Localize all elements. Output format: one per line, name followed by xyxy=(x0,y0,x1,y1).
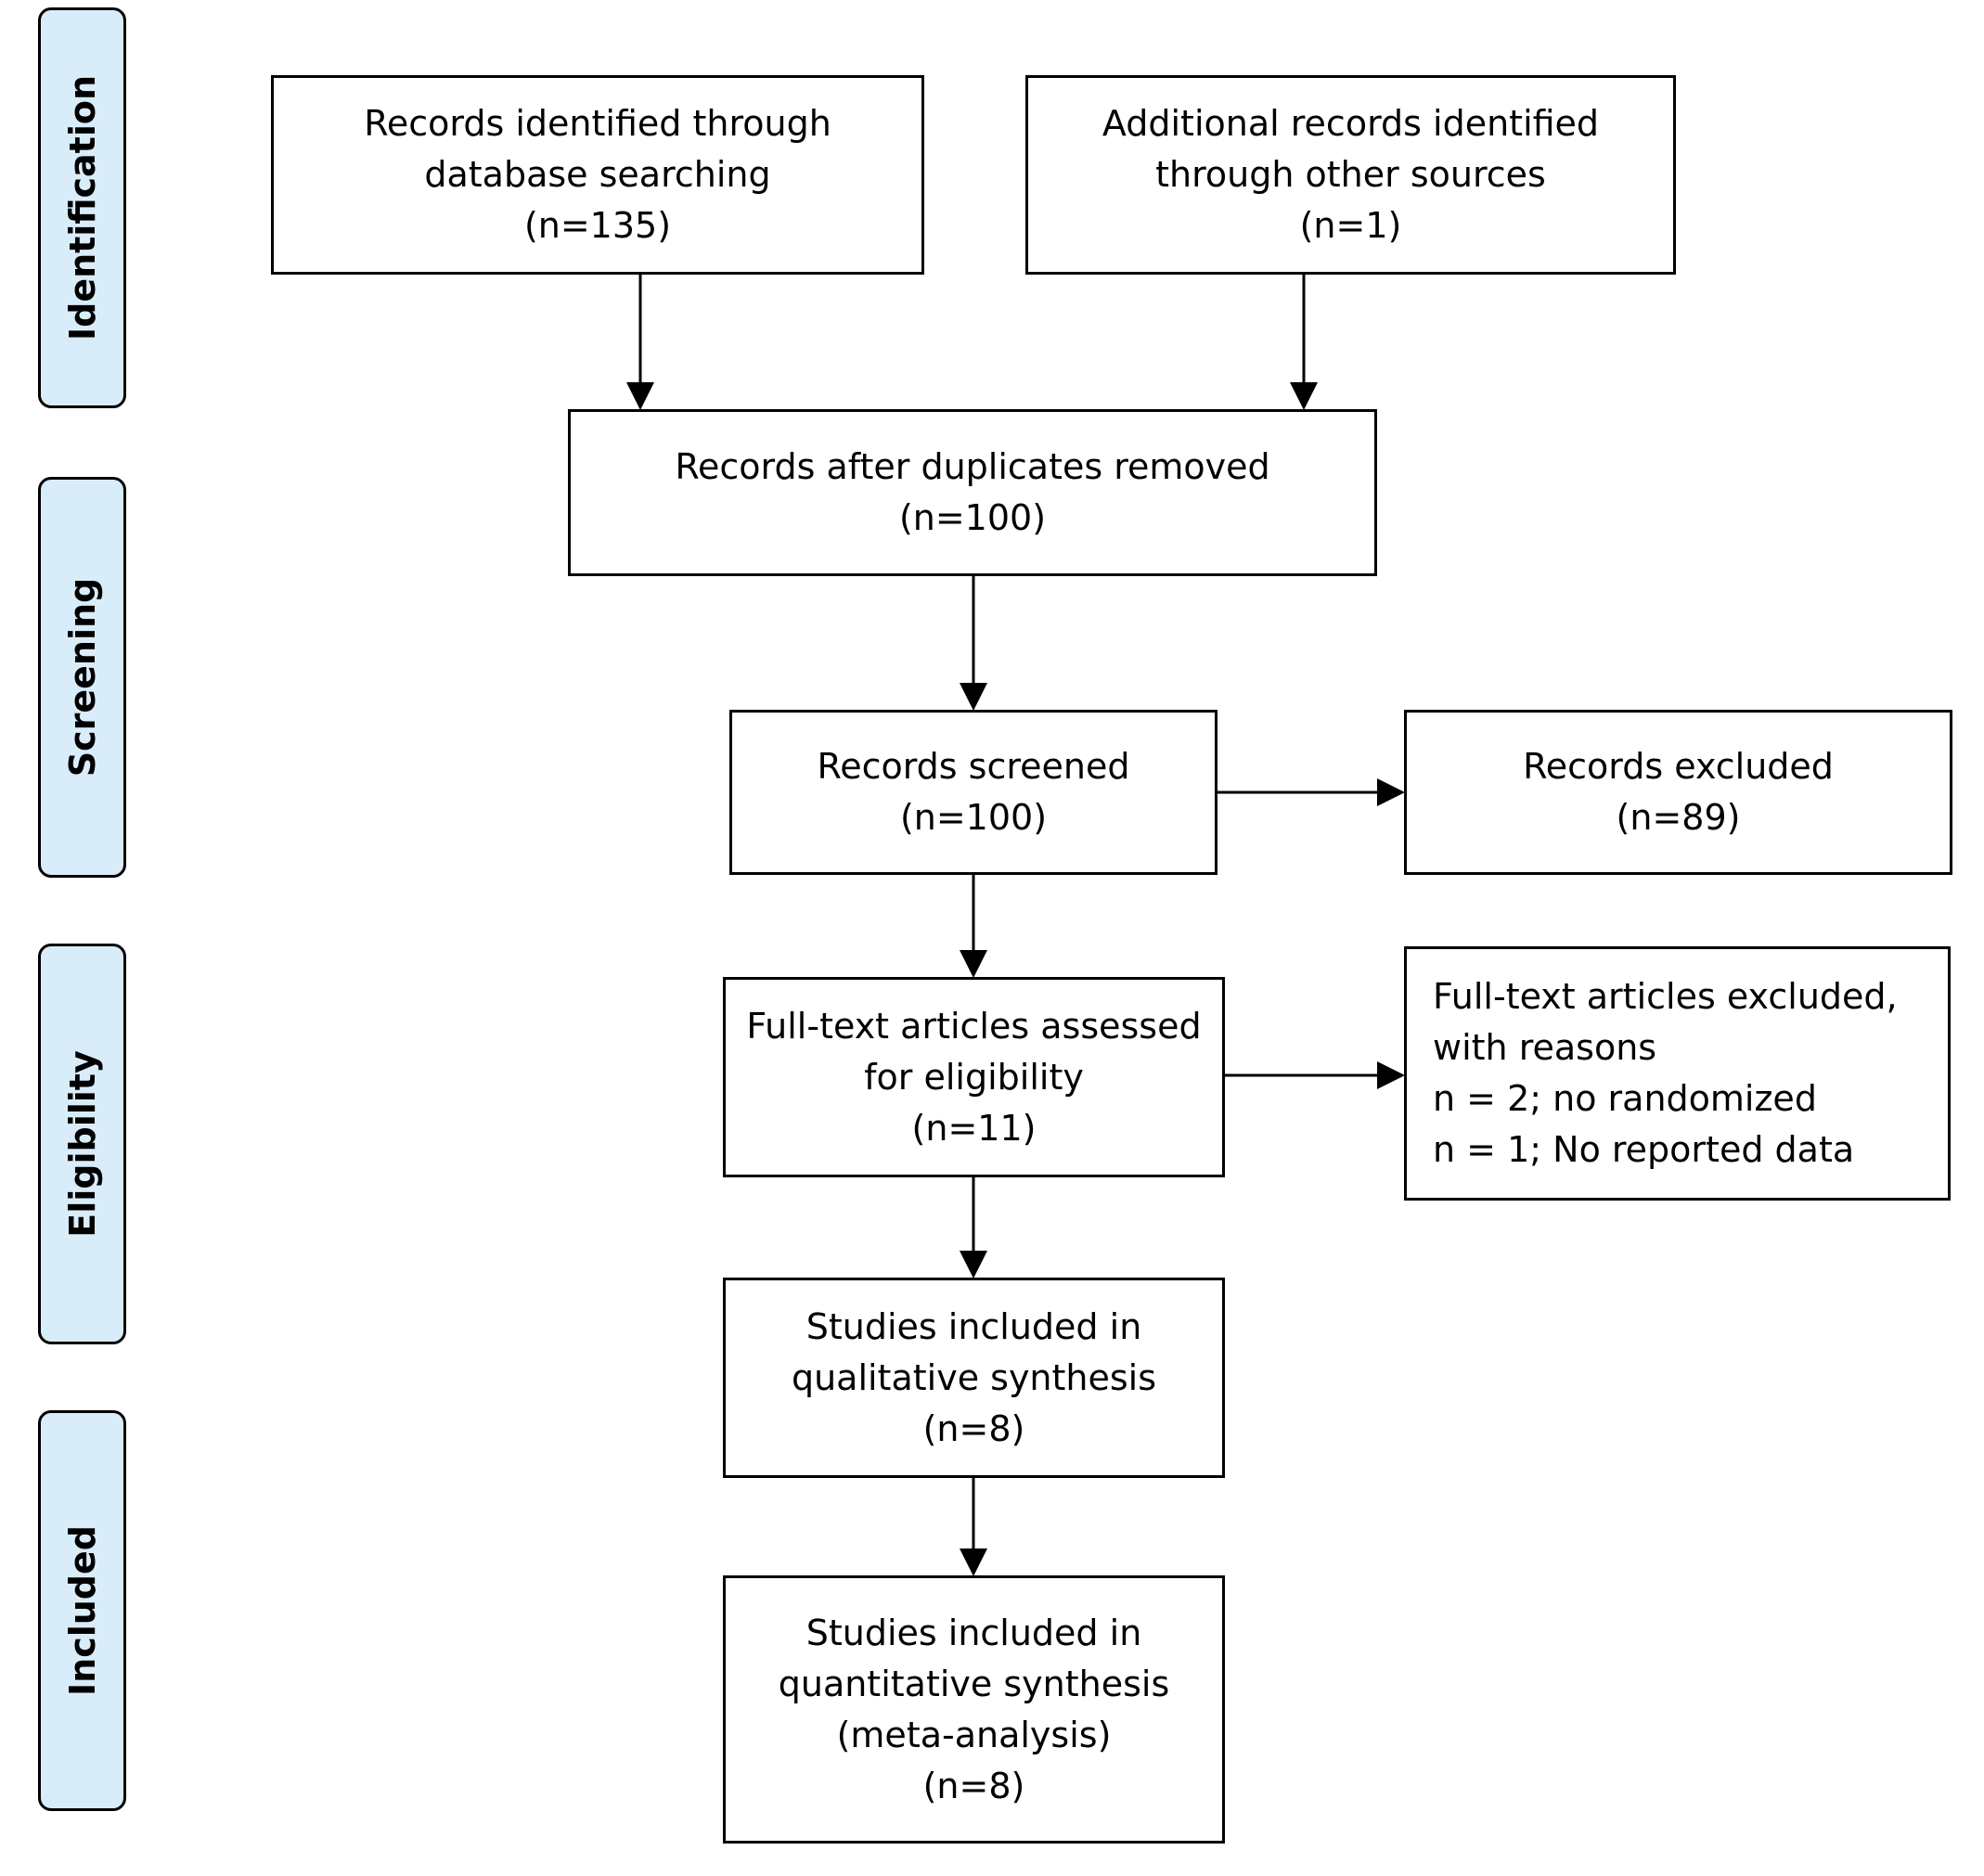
phase-screening: Screening xyxy=(38,477,126,878)
box-line: qualitative synthesis xyxy=(791,1356,1157,1398)
box-fulltext-excluded: Full-text articles excluded, with reason… xyxy=(1404,946,1951,1201)
box-line: (n=1) xyxy=(1299,205,1402,246)
box-records-screened: Records screened (n=100) xyxy=(729,710,1217,875)
box-line: database searching xyxy=(424,154,771,195)
box-database-records: Records identified through database sear… xyxy=(271,75,924,275)
box-line: (meta-analysis) xyxy=(836,1714,1112,1755)
box-line: n = 1; No reported data xyxy=(1433,1129,1855,1170)
box-line: Records after duplicates removed xyxy=(675,446,1270,487)
box-line: n = 2; no randomized xyxy=(1433,1078,1817,1119)
box-line: (n=135) xyxy=(523,205,672,246)
phase-identification: Identification xyxy=(38,7,126,408)
phase-eligibility: Eligibility xyxy=(38,944,126,1344)
box-other-sources: Additional records identified through ot… xyxy=(1025,75,1676,275)
box-line: Records excluded xyxy=(1523,746,1834,787)
box-quantitative-synthesis: Studies included in quantitative synthes… xyxy=(723,1575,1225,1844)
box-line: (n=8) xyxy=(922,1765,1025,1806)
phase-included: Included xyxy=(38,1410,126,1811)
box-qualitative-synthesis: Studies included in qualitative synthesi… xyxy=(723,1278,1225,1478)
box-line: through other sources xyxy=(1155,154,1546,195)
box-line: for eligibility xyxy=(864,1056,1084,1098)
box-duplicates-removed: Records after duplicates removed (n=100) xyxy=(568,409,1377,576)
box-line: Studies included in xyxy=(805,1612,1142,1653)
box-line: Records screened xyxy=(817,746,1130,787)
box-line: quantitative synthesis xyxy=(778,1663,1170,1704)
box-line: (n=100) xyxy=(899,797,1048,838)
box-line: (n=11) xyxy=(911,1107,1037,1149)
box-line: (n=8) xyxy=(922,1407,1025,1449)
box-fulltext-assessed: Full-text articles assessed for eligibil… xyxy=(723,977,1225,1177)
box-line: with reasons xyxy=(1433,1027,1657,1068)
box-line: Records identified through xyxy=(364,103,831,144)
box-line: Additional records identified xyxy=(1102,103,1600,144)
box-line: Full-text articles assessed xyxy=(746,1005,1202,1047)
box-line: (n=89) xyxy=(1616,797,1741,838)
box-records-excluded: Records excluded (n=89) xyxy=(1404,710,1952,875)
box-line: (n=100) xyxy=(898,497,1047,538)
box-line: Full-text articles excluded, xyxy=(1433,976,1898,1017)
box-line: Studies included in xyxy=(805,1305,1142,1347)
